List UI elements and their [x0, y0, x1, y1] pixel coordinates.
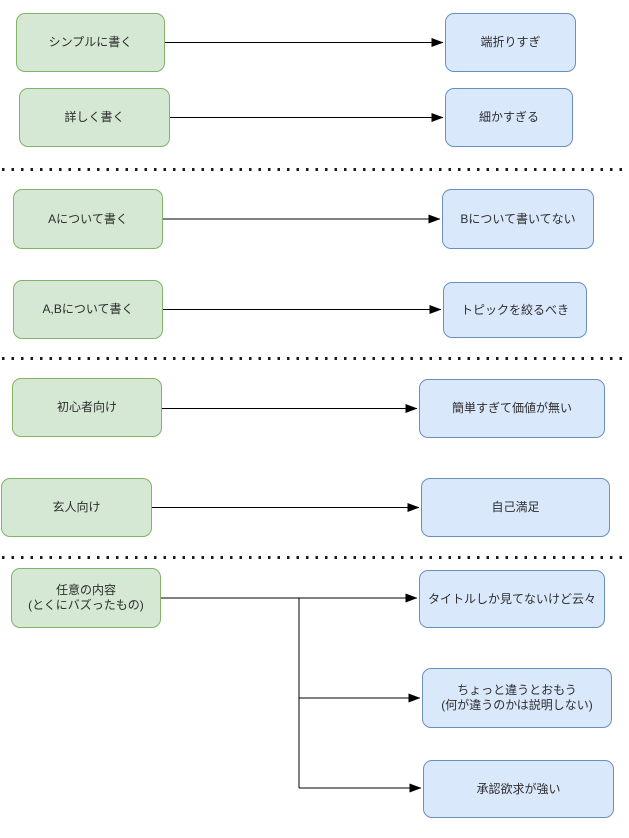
target-node-too-abridged: 端折りすぎ: [445, 13, 576, 72]
source-node-any-content: 任意の内容 (とくにバズったもの): [11, 568, 161, 628]
source-node-for-beginners: 初心者向け: [12, 378, 162, 437]
dotted-divider: [0, 357, 629, 360]
target-node-too-detailed: 細かすぎる: [445, 88, 573, 147]
target-node-self-satisfaction: 自己満足: [421, 478, 610, 537]
target-node-missing-b: Bについて書いてない: [442, 189, 594, 249]
source-node-write-about-a-and-b: A,Bについて書く: [13, 280, 163, 339]
dotted-divider: [0, 168, 629, 171]
target-node-approval-seeking: 承認欲求が強い: [423, 760, 614, 818]
target-node-too-easy-no-value: 簡単すぎて価値が無い: [419, 379, 605, 438]
target-node-only-read-title: タイトルしか見てないけど云々: [419, 570, 605, 628]
source-node-simple-writing: シンプルに書く: [16, 13, 165, 72]
connector-branch-stem: [161, 597, 300, 788]
target-node-somewhat-different: ちょっと違うとおもう (何が違うのかは説明しない): [422, 668, 612, 728]
source-node-write-about-a: Aについて書く: [13, 189, 163, 249]
source-node-detailed-writing: 詳しく書く: [19, 88, 170, 147]
target-node-narrow-topic: トピックを絞るべき: [443, 282, 587, 338]
source-node-for-experts: 玄人向け: [1, 478, 152, 537]
dotted-divider: [0, 556, 629, 559]
